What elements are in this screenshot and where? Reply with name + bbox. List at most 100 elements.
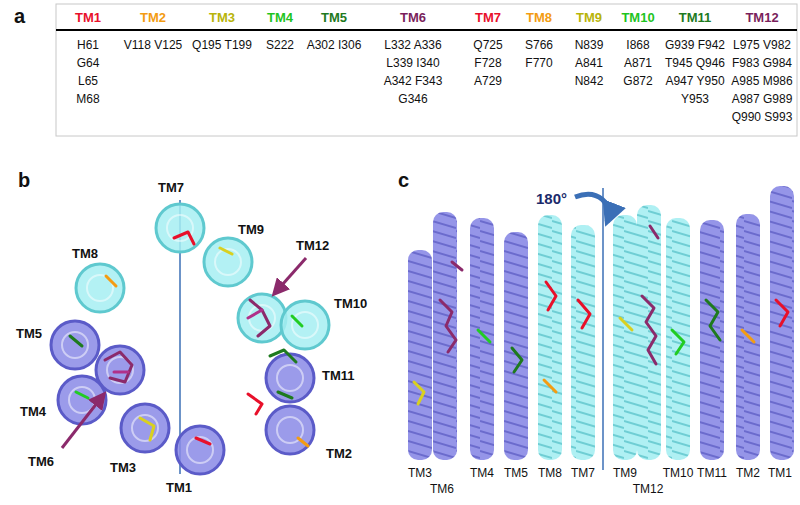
residue-stick <box>250 300 270 336</box>
column-header: TM3 <box>209 10 235 26</box>
helix <box>700 220 724 460</box>
residue-stick <box>248 394 262 414</box>
helix <box>470 218 494 460</box>
helix-label: TM7 <box>158 180 184 196</box>
helix <box>156 204 204 252</box>
column-header: TM11 <box>679 10 712 26</box>
table-cell: H61 G64 L65 M68 <box>76 36 99 108</box>
residue-stick <box>248 310 262 318</box>
helix-label: TM12 <box>296 238 329 254</box>
helix-label: TM3 <box>408 466 432 480</box>
header-rule <box>56 29 797 31</box>
residue-stick <box>174 232 194 244</box>
column-header: TM9 <box>576 10 602 26</box>
helix-core <box>249 305 275 331</box>
helix <box>281 301 329 349</box>
helix-label: TM10 <box>663 466 694 480</box>
table-frame <box>56 4 797 136</box>
residue-stick <box>292 316 302 326</box>
residue-stick <box>220 248 232 254</box>
helix-label: TM5 <box>16 326 42 342</box>
helix-label: TM6 <box>430 482 454 496</box>
residue-stick <box>76 392 88 398</box>
helix <box>504 232 528 460</box>
table-cell: S222 <box>266 36 294 54</box>
helix <box>571 225 595 460</box>
helix-label: TM4 <box>470 466 494 480</box>
table-cell: L332 A336 L339 I340 A342 F343 G346 <box>380 36 446 108</box>
helix <box>736 214 760 460</box>
helix-core <box>187 437 213 463</box>
residue-stick <box>620 318 632 330</box>
table-cell: L975 V982 F983 G984 A985 M986 A987 G989 … <box>729 36 795 126</box>
panel-letter: b <box>18 168 30 192</box>
helix <box>121 404 169 452</box>
table-cell: S766 F770 <box>525 36 553 72</box>
rotation-arrow <box>575 194 609 222</box>
helix-label: TM3 <box>110 460 136 476</box>
table-cell: G939 F942 T945 Q946 A947 Y950 Y953 <box>662 36 728 108</box>
helix-label: TM12 <box>633 482 664 496</box>
helix-label: TM11 <box>697 466 727 480</box>
helix <box>408 250 432 460</box>
helix-label: TM10 <box>334 296 367 312</box>
helix <box>266 406 314 454</box>
residue-sticks <box>414 226 788 404</box>
column-header: TM4 <box>267 10 293 26</box>
residue-stick <box>706 300 720 340</box>
helix-label: TM9 <box>238 222 264 238</box>
helix-label: TM6 <box>28 454 54 470</box>
table-cell: N839 A841 N842 <box>575 36 604 90</box>
residue-stick <box>544 380 556 392</box>
table-cell: I868 A871 G872 <box>623 36 652 90</box>
residue-stick <box>70 336 82 346</box>
helix <box>770 186 794 460</box>
table-cell: A302 I306 <box>307 36 362 54</box>
column-header: TM7 <box>475 10 501 26</box>
pointer-arrow <box>62 394 104 448</box>
column-header: TM10 <box>621 10 654 26</box>
helix-label: TM8 <box>72 246 98 262</box>
helix <box>76 264 124 312</box>
helix-label: TM1 <box>768 466 792 480</box>
helix <box>238 294 286 342</box>
residue-stick <box>776 300 788 326</box>
helix-blue <box>408 186 794 460</box>
helix-core <box>215 249 241 275</box>
table-cell: V118 V125 <box>124 36 183 54</box>
residue-stick <box>298 438 308 446</box>
helix-label: TM2 <box>736 466 760 480</box>
helix-label: TM9 <box>613 466 637 480</box>
helix-core <box>62 215 318 463</box>
helix-core <box>277 365 303 391</box>
column-header: TM5 <box>321 10 347 26</box>
residue-stick <box>278 392 292 398</box>
residue-stick <box>672 330 684 354</box>
table-cell: Q725 F728 A729 <box>473 36 502 90</box>
residue-stick <box>440 300 456 352</box>
pointer-arrow <box>274 258 306 294</box>
residue-stick <box>106 276 116 286</box>
residue-sticks <box>70 232 308 446</box>
helix-cyan <box>538 205 690 460</box>
helix <box>51 321 99 369</box>
helix-label: TM8 <box>538 466 562 480</box>
side-view <box>408 186 794 470</box>
column-header: TM12 <box>745 10 778 26</box>
residue-stick <box>105 352 132 382</box>
table-border <box>56 4 797 136</box>
residue-stick <box>742 330 754 342</box>
residue-stick <box>270 350 296 362</box>
column-header: TM6 <box>400 10 426 26</box>
helix <box>538 215 562 460</box>
helix-label: TM11 <box>322 368 355 384</box>
column-header: TM2 <box>140 10 166 26</box>
table-cell: Q195 T199 <box>192 36 252 54</box>
rotation-label: 180° <box>536 190 567 208</box>
helix-label: TM2 <box>326 446 352 462</box>
helix-label: TM4 <box>20 404 46 420</box>
residue-stick <box>196 438 210 444</box>
helix-core <box>132 415 158 441</box>
panel-letter: a <box>14 4 25 28</box>
helix-cyan <box>76 204 329 349</box>
